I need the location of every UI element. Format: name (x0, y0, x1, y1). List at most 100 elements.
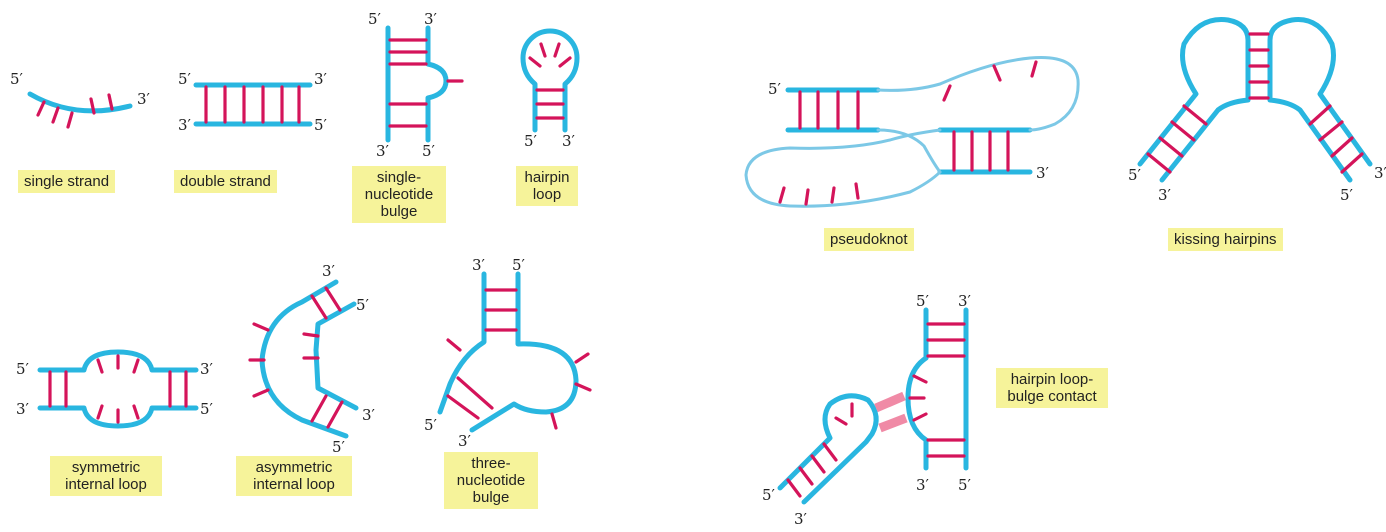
loop-base (530, 58, 540, 66)
hairpin-backbone (523, 31, 577, 130)
loop-base (98, 406, 102, 418)
three-prime-label: 3′ (137, 90, 151, 108)
caption-double-strand: double strand (174, 170, 277, 193)
loop-base (304, 334, 318, 336)
three-prime-label: 3′ (16, 400, 30, 418)
caption-three-nucleotide-bulge: three- nucleotide bulge (444, 452, 538, 509)
five-prime-label: 5′ (332, 438, 346, 456)
base-pair (1342, 154, 1362, 172)
five-prime-label: 5′ (916, 292, 930, 310)
base-pair (312, 296, 326, 318)
loop-base (836, 418, 846, 424)
bulge-strand (908, 358, 926, 468)
five-prime-label: 5′ (762, 486, 776, 504)
base-pair (1332, 138, 1352, 156)
loop-base (1032, 62, 1036, 76)
caption-hairpin-loop: hairpin loop (516, 166, 578, 206)
three-prime-label: 3′ (958, 292, 972, 310)
three-prime-label: 3′ (200, 360, 214, 378)
five-prime-label: 5′ (10, 70, 24, 88)
kissing-hairpins-motif: 5′ 3′ 5′ 3′ (1128, 20, 1386, 205)
base-pair (328, 402, 342, 427)
bulge-base (576, 354, 588, 362)
five-prime-label: 5′ (356, 296, 370, 314)
three-prime-label: 3′ (1158, 186, 1172, 204)
base-pair (800, 468, 812, 484)
five-prime-label: 5′ (422, 142, 436, 160)
inner-strand (316, 304, 356, 408)
caption-pseudoknot: pseudoknot (824, 228, 914, 251)
three-prime-label: 3′ (1036, 164, 1050, 182)
base-pair (458, 378, 492, 408)
base-pair (448, 396, 478, 418)
five-prime-label: 5′ (368, 10, 382, 28)
tertiary-contact (880, 418, 906, 428)
three-prime-label: 3′ (472, 256, 486, 274)
loop-base (555, 44, 559, 56)
asymmetric-internal-loop-motif: 3′ 5′ 3′ 5′ (250, 262, 376, 456)
base-pair (312, 396, 326, 421)
loop-base (134, 360, 138, 372)
five-prime-label: 5′ (178, 70, 192, 88)
single-strand-motif: 5′ 3′ (10, 70, 151, 127)
loop-base (856, 184, 858, 198)
pseudoknot-motif: 5′ 3′ (746, 57, 1078, 206)
bulge-base (914, 376, 926, 382)
five-prime-label: 5′ (424, 416, 438, 434)
loop-base (448, 340, 460, 350)
three-prime-label: 3′ (424, 10, 438, 28)
base-pair (824, 444, 836, 460)
base-pair (788, 480, 800, 496)
left-strand (440, 274, 484, 412)
hairpin-loop-motif: 5′ 3′ (523, 31, 577, 150)
five-prime-label: 5′ (1128, 166, 1142, 184)
five-prime-label: 5′ (512, 256, 526, 274)
base-tick (53, 108, 58, 122)
base-pair (1184, 106, 1206, 124)
five-prime-label: 5′ (314, 116, 328, 134)
five-prime-label: 5′ (1340, 186, 1354, 204)
loop-base (832, 188, 834, 202)
double-strand-motif: 5′ 3′ 3′ 5′ (178, 70, 328, 134)
loop-base (944, 86, 950, 100)
caption-single-strand: single strand (18, 170, 115, 193)
caption-hairpin-loop-bulge-contact: hairpin loop- bulge contact (996, 368, 1108, 408)
caption-symmetric-internal-loop: symmetric internal loop (50, 456, 162, 496)
loop-base (254, 390, 268, 396)
base-pair (1148, 154, 1170, 172)
three-nucleotide-bulge-motif: 3′ 5′ 5′ 3′ (424, 256, 590, 450)
loop-base (134, 406, 138, 418)
three-prime-label: 3′ (562, 132, 576, 150)
three-prime-label: 3′ (362, 406, 376, 424)
single-nucleotide-bulge-motif: 5′ 3′ 3′ 5′ (368, 10, 462, 160)
tertiary-contact (876, 396, 904, 408)
bulge-base (576, 384, 590, 390)
symmetric-internal-loop-motif: 5′ 3′ 3′ 5′ (16, 352, 214, 426)
five-prime-label: 5′ (200, 400, 214, 418)
three-prime-label: 3′ (794, 510, 808, 528)
caption-asymmetric-internal-loop: asymmetric internal loop (236, 456, 352, 496)
right-strand-with-bulge (428, 28, 446, 140)
pseudoknot-connector (878, 57, 1078, 130)
five-prime-label: 5′ (768, 80, 782, 98)
loop-base (994, 66, 1000, 80)
three-prime-label: 3′ (376, 142, 390, 160)
base-pair (1310, 106, 1330, 124)
loop-base (806, 190, 808, 204)
three-prime-label: 3′ (1374, 164, 1386, 182)
left-hairpin-backbone (1140, 20, 1248, 181)
loop-base (254, 324, 268, 330)
base-tick (38, 102, 44, 115)
right-hairpin-backbone (1270, 20, 1370, 181)
base-pair (1160, 138, 1182, 156)
base-tick (109, 95, 112, 109)
three-prime-label: 3′ (916, 476, 930, 494)
base-tick (68, 113, 72, 127)
bulge-base (914, 414, 926, 420)
base-pair (1320, 122, 1342, 140)
five-prime-label: 5′ (958, 476, 972, 494)
five-prime-label: 5′ (524, 132, 538, 150)
three-prime-label: 3′ (458, 432, 472, 450)
right-strand-with-bulge (472, 274, 576, 430)
